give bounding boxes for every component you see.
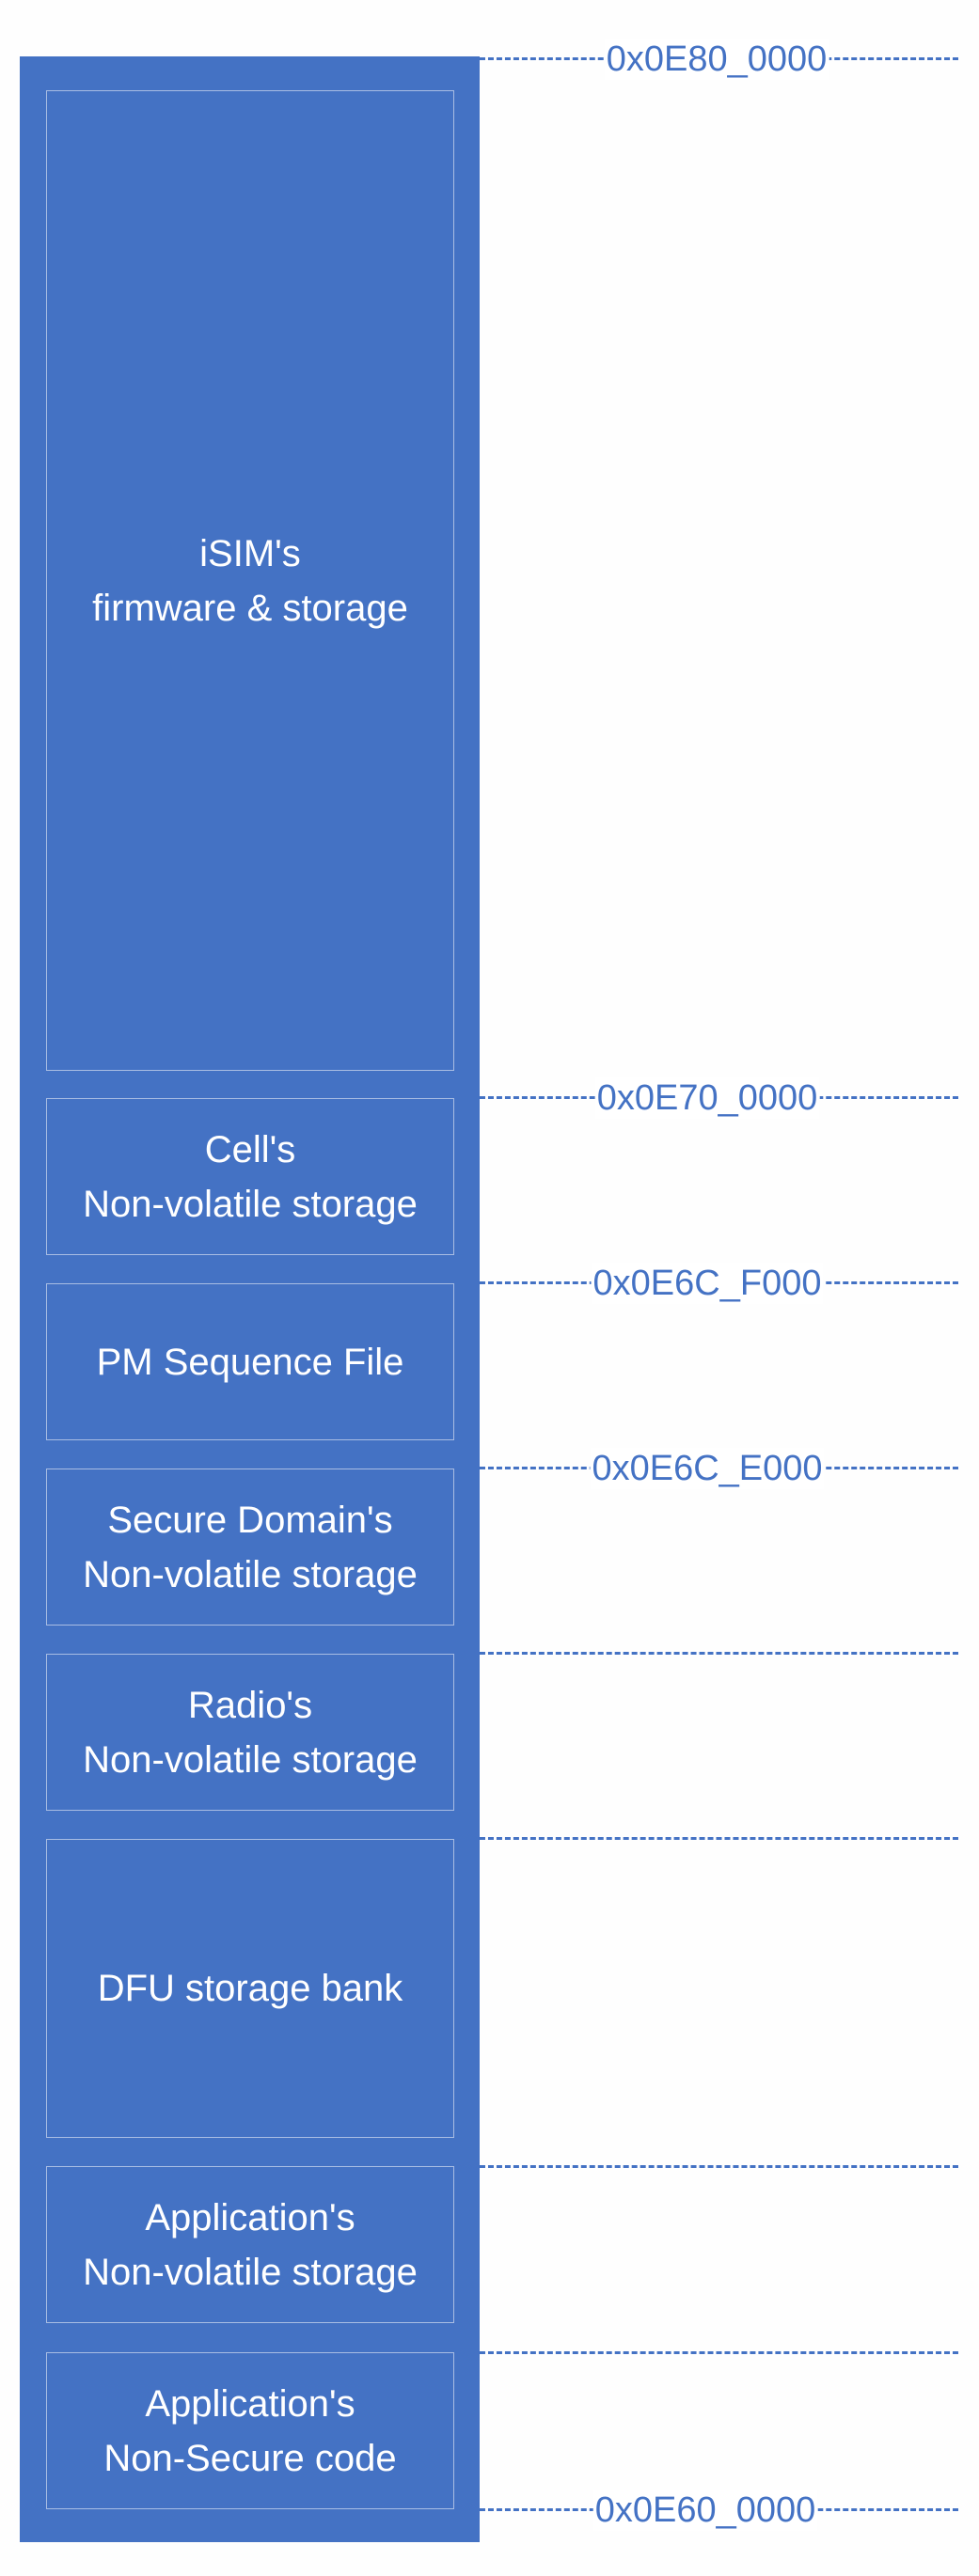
region-app-code-line-2: Non-Secure code (103, 2437, 397, 2479)
region-radio: Radio's Non-volatile storage (46, 1654, 454, 1811)
boundary-line-radio-top (480, 1652, 958, 1655)
region-cell-line-2: Non-volatile storage (83, 1183, 418, 1225)
region-isim-line-2: firmware & storage (92, 587, 408, 629)
boundary-line-app-code-top (480, 2351, 958, 2354)
region-secure-domain: Secure Domain's Non-volatile storage (46, 1469, 454, 1626)
boundary-line-app-nv-top (480, 2165, 958, 2168)
region-pm-sequence-line-1: PM Sequence File (96, 1341, 404, 1383)
region-app-nv-line-2: Non-volatile storage (83, 2251, 418, 2293)
region-dfu-line-1: DFU storage bank (97, 1968, 403, 2009)
region-radio-line-1: Radio's (187, 1684, 313, 1726)
region-app-nv-line-1: Application's (145, 2196, 355, 2238)
region-secure-domain-line-2: Non-volatile storage (83, 1553, 418, 1595)
region-cell-line-1: Cell's (204, 1128, 296, 1170)
address-label-bottom: 0x0E60_0000 (592, 2490, 818, 2531)
region-app-code-line-1: Application's (145, 2382, 355, 2425)
address-label-pm-top: 0x0E6C_F000 (591, 1263, 824, 1304)
region-dfu: DFU storage bank (46, 1839, 454, 2138)
region-radio-line-2: Non-volatile storage (83, 1738, 418, 1781)
region-app-code: Application's Non-Secure code (46, 2352, 454, 2509)
region-cell: Cell's Non-volatile storage (46, 1098, 454, 1255)
region-secure-domain-line-1: Secure Domain's (107, 1499, 393, 1541)
region-isim: iSIM's firmware & storage (46, 90, 454, 1071)
address-label-cell-top: 0x0E70_0000 (594, 1077, 820, 1119)
region-isim-line-1: iSIM's (199, 532, 301, 574)
region-pm-sequence: PM Sequence File (46, 1283, 454, 1440)
boundary-line-dfu-top (480, 1837, 958, 1840)
region-app-nv: Application's Non-volatile storage (46, 2166, 454, 2323)
address-label-top: 0x0E80_0000 (604, 39, 829, 80)
address-label-secure-top: 0x0E6C_E000 (590, 1448, 825, 1489)
